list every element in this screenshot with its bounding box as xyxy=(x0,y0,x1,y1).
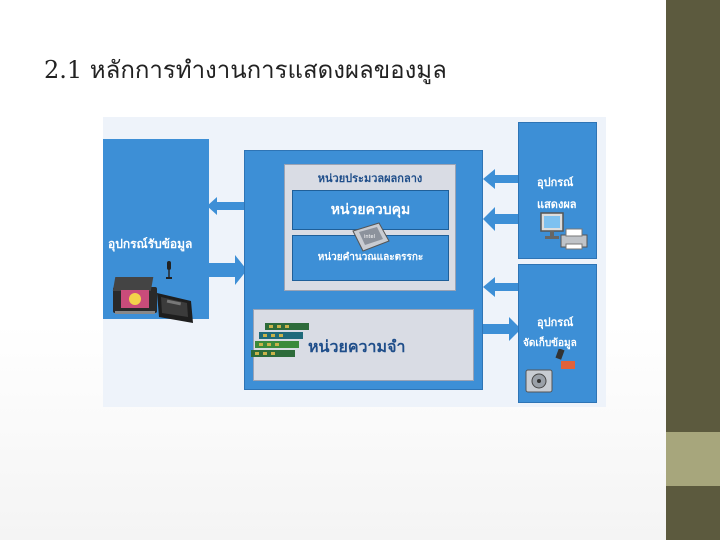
svg-text:intel: intel xyxy=(364,234,375,240)
arrow-output-from-cpu xyxy=(483,207,521,235)
arrow-storage-to-cpu xyxy=(483,277,521,301)
alu-label: หน่วยคำนวณและตรรกะ xyxy=(317,252,424,263)
control-unit-box: หน่วยควบคุม xyxy=(292,190,449,230)
usb-drive-icon xyxy=(551,348,577,375)
storage-device-label-2: จัดเก็บข้อมูล xyxy=(523,338,577,349)
ram-sticks-icon xyxy=(251,321,311,365)
arrow-cpu-to-input xyxy=(207,197,247,219)
hard-disk-icon xyxy=(525,369,553,397)
side-band-middle xyxy=(666,432,720,486)
arrow-cpu-to-output xyxy=(483,169,521,193)
monitor-icon xyxy=(539,211,567,245)
slide-title: 2.1 หลักการทำงานการแสดงผลของมูล xyxy=(44,56,447,84)
output-device-label-2: แสดงผล xyxy=(537,198,577,211)
computer-architecture-diagram: อุปกรณ์รับข้อมูล xyxy=(103,117,606,407)
arrow-input-to-cpu xyxy=(207,255,247,289)
microphone-icon xyxy=(165,261,173,283)
cpu-chip-icon: intel xyxy=(349,221,391,257)
cpu-label: หน่วยประมวลผลกลาง xyxy=(317,172,423,185)
arrow-cpu-to-storage xyxy=(483,317,521,345)
control-unit-label: หน่วยควบคุม xyxy=(330,202,411,218)
input-device-label: อุปกรณ์รับข้อมูล xyxy=(108,237,193,251)
alu-box: หน่วยคำนวณและตรรกะ xyxy=(292,235,449,281)
memory-label: หน่วยความจำ xyxy=(308,337,406,356)
side-band-top xyxy=(666,0,720,432)
storage-device-label-1: อุปกรณ์ xyxy=(537,316,574,329)
scanner-icon xyxy=(111,273,161,321)
output-device-label-1: อุปกรณ์ xyxy=(537,176,574,189)
side-band-bottom xyxy=(666,486,720,540)
keyboard-icon xyxy=(153,287,197,331)
printer-icon xyxy=(559,227,589,255)
